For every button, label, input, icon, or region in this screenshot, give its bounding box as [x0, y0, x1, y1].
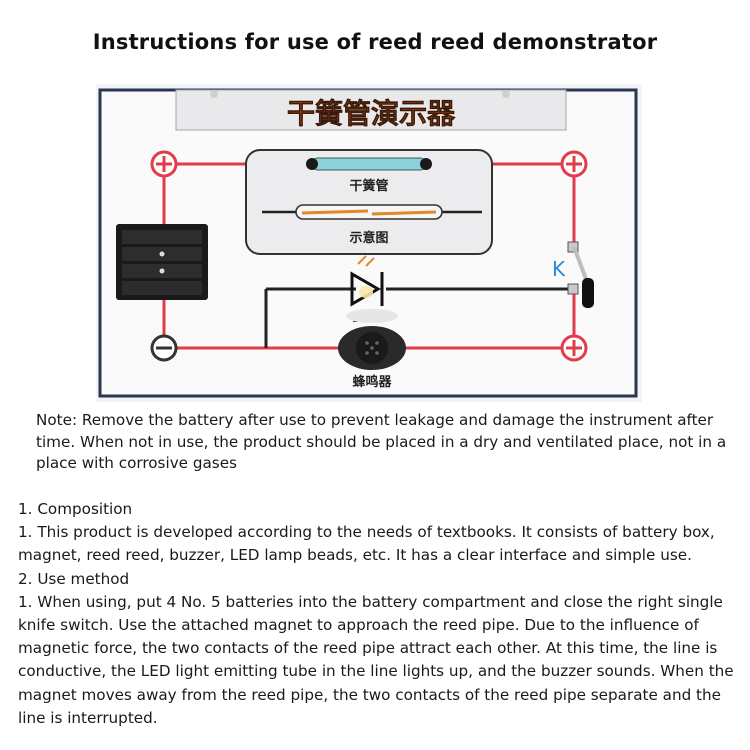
knife-switch: K	[552, 241, 594, 308]
buzzer: 蜂鸣器	[338, 309, 406, 390]
composition-text: 1. This product is developed according t…	[18, 523, 715, 565]
terminal-plus-top-right	[560, 150, 588, 178]
buzzer-label: 蜂鸣器	[352, 374, 392, 390]
section-heading-use-method: 2. Use method	[18, 569, 130, 588]
section-heading-composition: 1. Composition	[18, 500, 133, 518]
diagram-label: 示意图	[349, 230, 388, 246]
led-branch-wires	[264, 287, 574, 348]
terminal-plus-bottom-right	[560, 334, 588, 362]
demonstrator-board-photo: 干簧管演示器	[96, 84, 642, 402]
terminal-minus-bottom-left	[150, 334, 178, 362]
use-method-text: 1. When using, put 4 No. 5 batteries int…	[18, 592, 734, 727]
instructions-body: 1. Composition 1. This product is develo…	[18, 498, 738, 730]
reed-label: 干簧管	[349, 178, 388, 194]
usage-note: Note: Remove the battery after use to pr…	[36, 411, 727, 472]
battery-box	[116, 224, 208, 300]
terminal-plus-top-left	[150, 150, 178, 178]
header-label: 干簧管演示器	[287, 97, 456, 130]
page-title: Instructions for use of reed reed demons…	[92, 30, 658, 54]
switch-label: K	[552, 257, 566, 281]
reed-switch-window: 干簧管 示意图	[245, 149, 493, 255]
header-strip	[175, 89, 567, 131]
